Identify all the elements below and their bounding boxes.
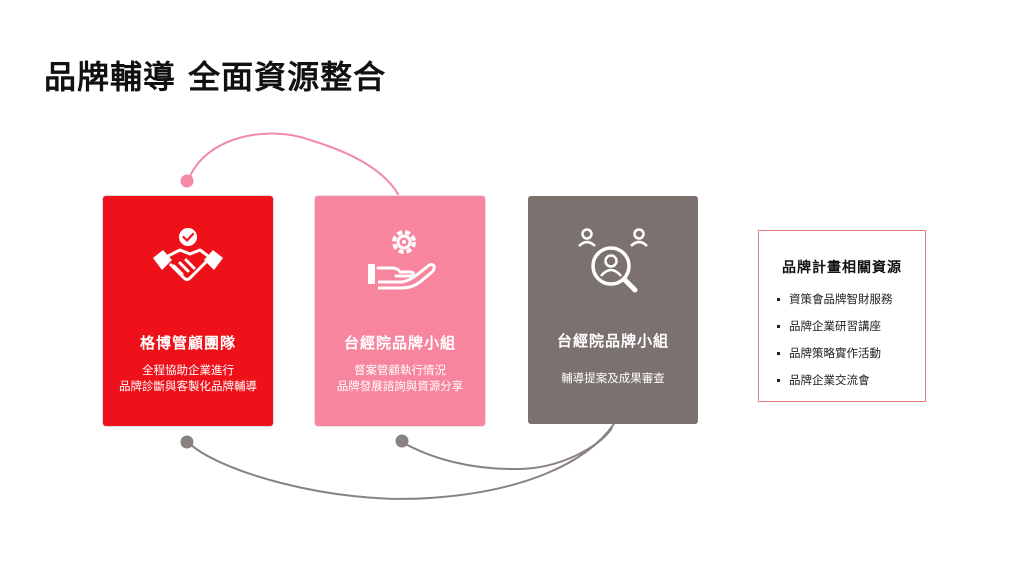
list-item: 品牌企業研習講座 xyxy=(777,318,893,345)
card-description: 全程協助企業進行 品牌診斷與客製化品牌輔導 xyxy=(119,363,257,393)
card-title: 台經院品牌小組 xyxy=(556,332,669,350)
bullet-icon xyxy=(777,352,780,355)
pink-connector-dot xyxy=(180,174,194,188)
handshake-check-icon xyxy=(150,226,226,296)
hand-gear-icon xyxy=(362,226,438,296)
resources-panel: 品牌計畫相關資源 資策會品牌智財服務 品牌企業研習講座 品牌策略實作活動 品牌企… xyxy=(758,230,926,402)
bullet-icon xyxy=(777,325,780,328)
resources-list: 資策會品牌智財服務 品牌企業研習講座 品牌策略實作活動 品牌企業交流會 xyxy=(777,291,893,399)
list-item: 資策會品牌智財服務 xyxy=(777,291,893,318)
pink-connector-arc xyxy=(187,132,400,197)
bullet-icon xyxy=(777,379,780,382)
card-description: 輔導提案及成果審查 xyxy=(561,371,665,385)
card-review-group: 台經院品牌小組 輔導提案及成果審查 xyxy=(528,196,698,424)
card-tier-brand-group: 台經院品牌小組 督案管顧執行情況 品牌發展諮詢與資源分享 xyxy=(315,196,485,426)
people-search-icon xyxy=(575,226,651,302)
gray-connector-arc-short xyxy=(401,427,613,471)
gray-connector-arc-long xyxy=(187,423,615,500)
page-title: 品牌輔導 全面資源整合 xyxy=(44,58,387,96)
bullet-icon xyxy=(777,298,780,301)
gray-connector-dot-middle xyxy=(395,434,409,448)
list-item: 品牌策略實作活動 xyxy=(777,345,893,372)
resources-title: 品牌計畫相關資源 xyxy=(782,260,902,276)
card-consulting-team: 格博管顧團隊 全程協助企業進行 品牌診斷與客製化品牌輔導 xyxy=(103,196,273,426)
card-title: 台經院品牌小組 xyxy=(343,334,456,352)
card-description: 督案管顧執行情況 品牌發展諮詢與資源分享 xyxy=(336,363,464,393)
card-title: 格博管顧團隊 xyxy=(139,334,236,352)
gray-connector-dot-left xyxy=(180,435,194,449)
list-item: 品牌企業交流會 xyxy=(777,372,893,399)
